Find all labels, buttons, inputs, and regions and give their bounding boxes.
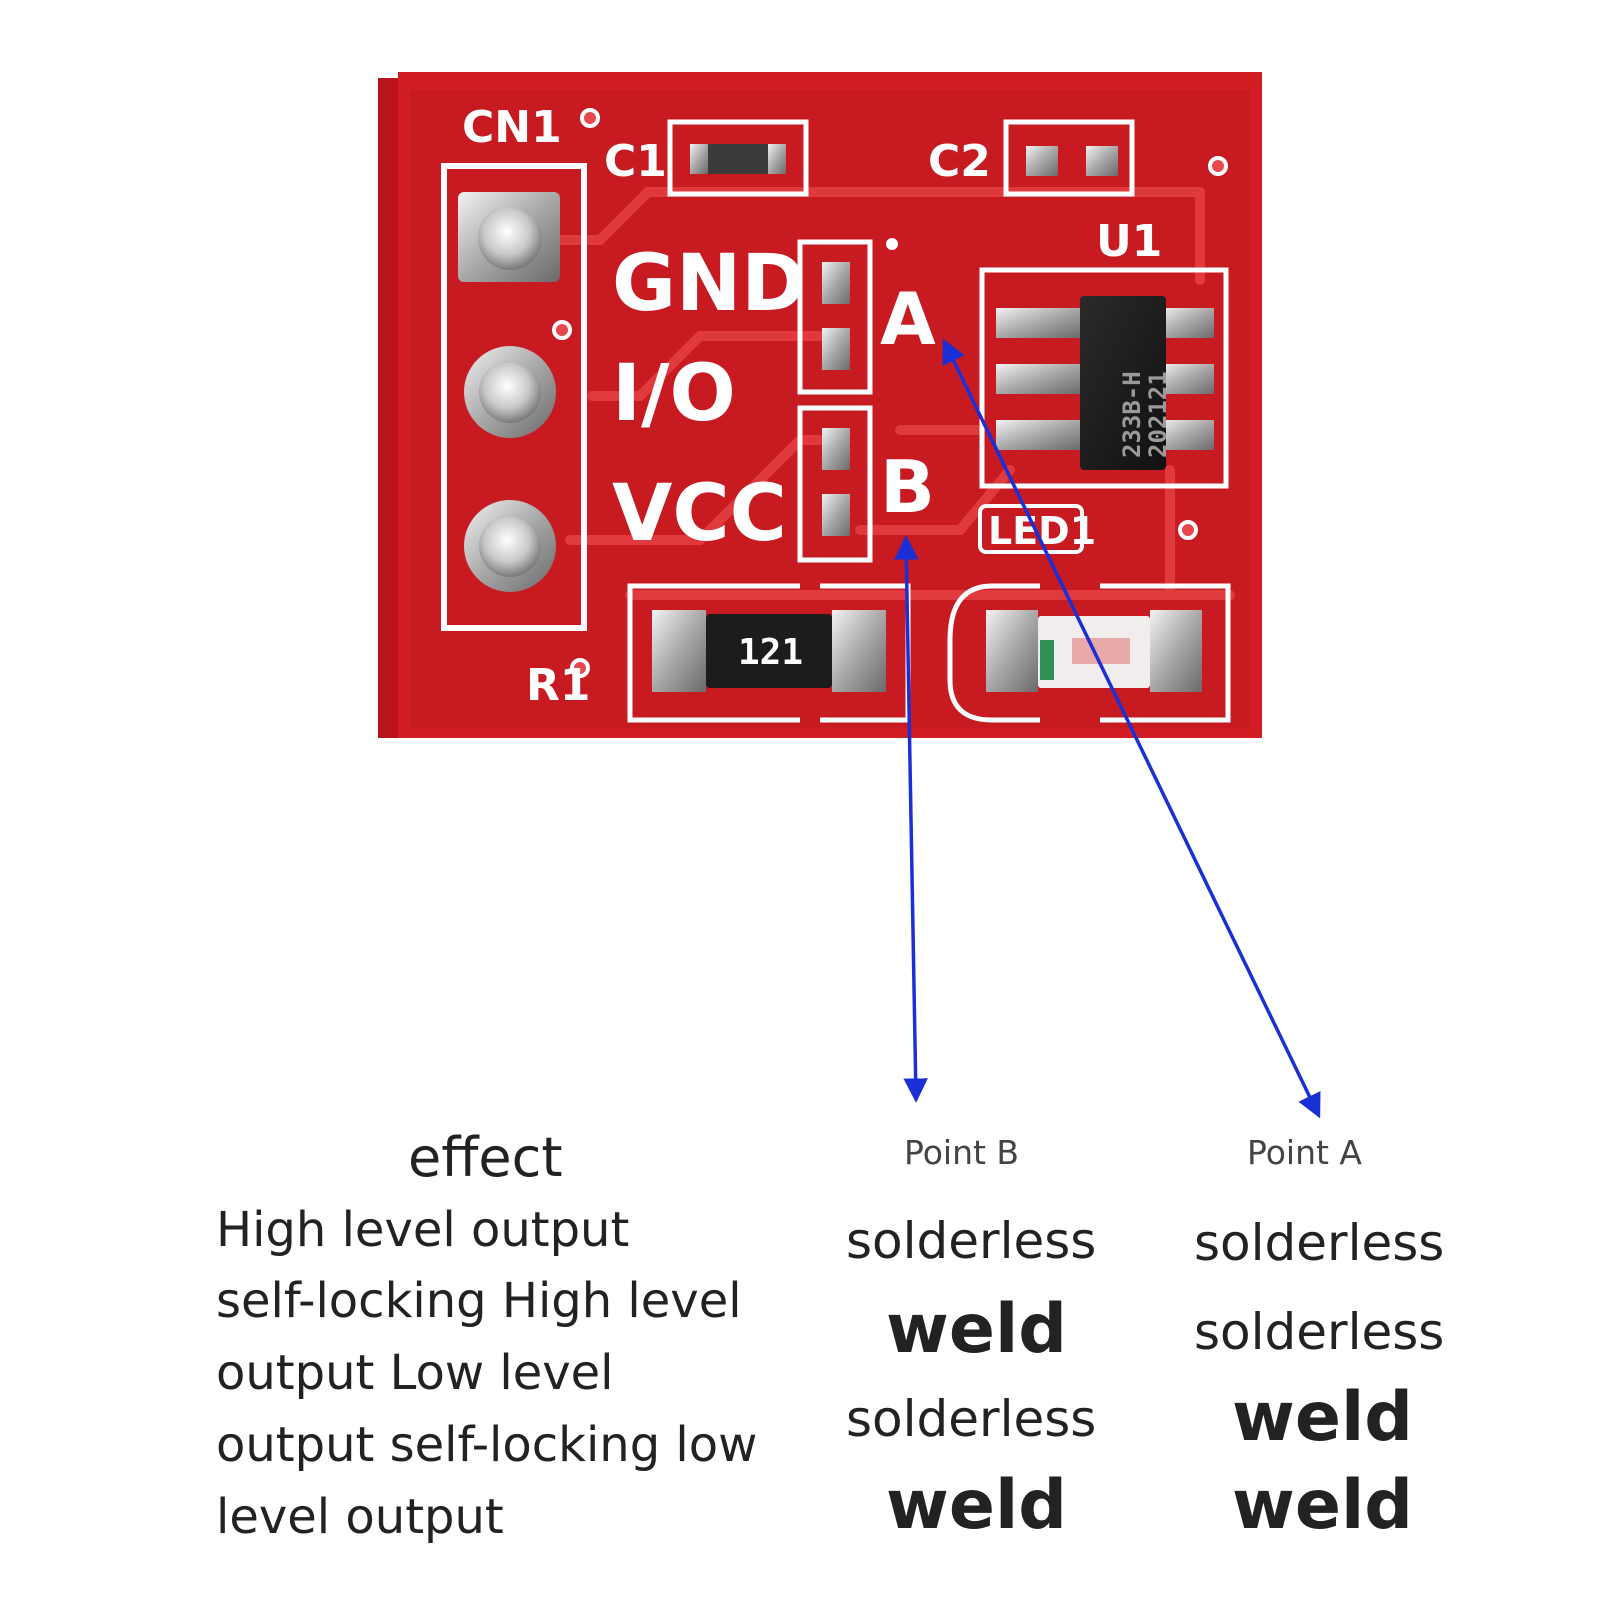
cap2-pad-left <box>1026 146 1058 176</box>
pin-label-io: I/O <box>612 349 736 439</box>
cap1-component <box>690 144 786 174</box>
point-b-value: solderless <box>846 1390 1097 1448</box>
led-lens <box>1072 638 1130 664</box>
point-a-header: Point A <box>1247 1133 1363 1172</box>
cap1-outline <box>667 119 809 197</box>
resistor-label: R1 <box>526 660 591 711</box>
arrow-point-b <box>894 535 928 1103</box>
cap1-pad-left <box>690 144 708 174</box>
resistor-pad-left <box>652 610 706 692</box>
pad-a-bottom <box>822 328 850 370</box>
point-b-value: weld <box>886 1466 1067 1545</box>
cap2-outline <box>1003 119 1135 197</box>
led-pad-left <box>986 610 1038 692</box>
resistor-marking: 121 <box>738 632 803 673</box>
point-b-value: solderless <box>846 1212 1097 1270</box>
cap2-pad-right <box>1086 146 1118 176</box>
pad-b-bottom <box>822 494 850 536</box>
cap1-pad-right <box>768 144 786 174</box>
cap1-label: C1 <box>604 136 667 187</box>
pad-a-outline <box>797 239 873 395</box>
point-a-value: solderless <box>1194 1303 1445 1361</box>
pad-b-top <box>822 428 850 470</box>
effect-line: output self-locking low <box>216 1417 758 1473</box>
point-b-header: Point B <box>904 1133 1020 1172</box>
pad-a-top <box>822 262 850 304</box>
pin-vcc-hole <box>479 515 541 577</box>
pin-io-hole <box>479 361 541 423</box>
arrow-point-a <box>942 338 1321 1119</box>
effect-line: High level output <box>216 1202 630 1258</box>
pin-gnd-hole <box>478 206 542 270</box>
pin-label-vcc: VCC <box>612 469 787 559</box>
pad-b-outline <box>797 405 873 563</box>
effect-line: level output <box>216 1489 504 1545</box>
resistor-component <box>706 614 832 688</box>
pin-label-gnd: GND <box>612 239 806 329</box>
chip-marking-line1: 233B-H <box>1118 371 1146 458</box>
resistor-pad-right <box>832 610 886 692</box>
chip-marking-line2: 202121 <box>1144 371 1172 458</box>
point-a-value: weld <box>1232 1378 1413 1457</box>
pad-b-label: B <box>880 445 935 529</box>
point-a-value: solderless <box>1194 1214 1445 1272</box>
led-green-mark <box>1040 640 1054 680</box>
connector-label: CN1 <box>462 102 562 153</box>
effect-line: self-locking High level <box>216 1273 742 1329</box>
point-b-value: weld <box>886 1290 1067 1369</box>
effect-line: output Low level <box>216 1345 614 1401</box>
ic-label: U1 <box>1096 216 1162 267</box>
effect-header: effect <box>408 1126 563 1189</box>
connector-pins <box>458 192 560 592</box>
cap2-label: C2 <box>928 136 991 187</box>
pad-a-label: A <box>880 277 936 361</box>
point-a-value: weld <box>1232 1466 1413 1545</box>
pad-a-dot <box>886 238 898 250</box>
connector-outline <box>441 163 587 631</box>
led-pad-right <box>1150 610 1202 692</box>
